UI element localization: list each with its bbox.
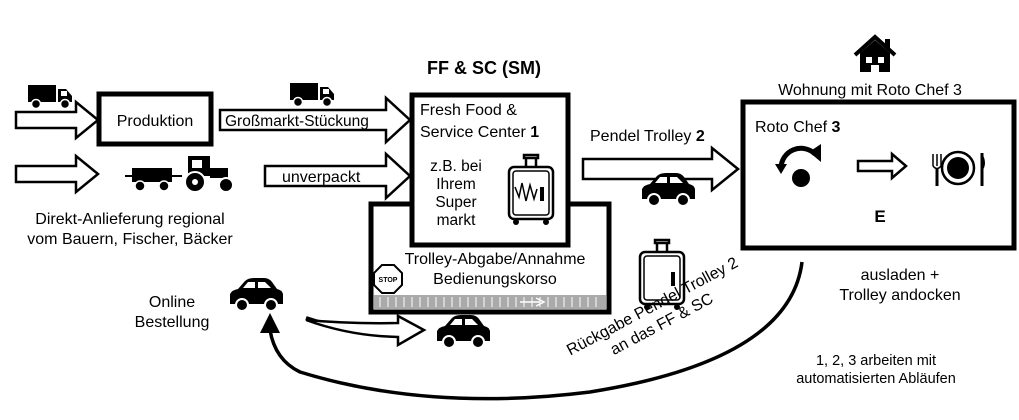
input-arrow-bottom <box>14 153 100 195</box>
truck-icon <box>27 84 73 110</box>
tractor-icon <box>125 156 234 193</box>
roto-arrow <box>856 151 908 181</box>
example-line4: markt <box>437 212 476 229</box>
truck-icon <box>289 82 335 108</box>
car-icon <box>436 314 491 349</box>
input-arrow-top <box>14 99 100 141</box>
pendel-label: Pendel Trolley 2 <box>590 128 705 145</box>
trolley-icon <box>507 153 555 227</box>
car-icon <box>229 277 284 312</box>
service-center-line1: Fresh Food & <box>420 102 517 119</box>
service-center-line2: Service Center 1 <box>420 124 539 141</box>
conveyor-belt <box>374 295 606 309</box>
footnote-line1: 1, 2, 3 arbeiten mit <box>816 353 936 369</box>
unload-line1: ausladen + <box>861 267 940 284</box>
online-line1: Online <box>149 294 195 311</box>
unpacked-label: unverpackt <box>282 169 361 186</box>
stop-sign-label: STOP <box>379 277 398 284</box>
wholesale-arrow <box>218 95 412 145</box>
pendel-arrow <box>581 145 740 193</box>
home-label: Wohnung mit Roto Chef 3 <box>778 82 962 99</box>
delivery-arrow-head <box>305 313 427 348</box>
production-box <box>96 91 214 147</box>
e-label: E <box>874 207 885 226</box>
unload-line2: Trolley andocken <box>839 287 960 304</box>
example-line1: z.B. bei <box>430 158 482 175</box>
rotate-icon <box>775 144 821 187</box>
roto-chef-label: Roto Chef 3 <box>755 119 840 136</box>
house-icon <box>853 34 897 72</box>
unpacked-arrow <box>263 151 412 201</box>
footnote-line2: automatisierten Abläufen <box>796 371 956 387</box>
return-arrowhead <box>260 313 280 333</box>
direct-delivery-line2: vom Bauern, Fischer, Bäcker <box>27 231 233 248</box>
return-curve <box>268 261 804 401</box>
example-line3: Super <box>435 194 476 211</box>
example-line2: Ihrem <box>436 176 476 193</box>
stop-sign-icon: STOP <box>373 264 403 294</box>
corso-line2: Bedienungskorso <box>433 271 557 288</box>
corso-line1: Trolley-Abgabe/Annahme <box>405 251 586 268</box>
plate-cutlery-icon <box>932 150 985 186</box>
wholesale-label: Großmarkt-Stückung <box>225 113 369 130</box>
direct-delivery-line1: Direkt-Anlieferung regional <box>35 211 224 228</box>
production-label: Produktion <box>117 113 194 130</box>
page-title: FF & SC (SM) <box>427 58 541 78</box>
online-line2: Bestellung <box>135 314 210 331</box>
